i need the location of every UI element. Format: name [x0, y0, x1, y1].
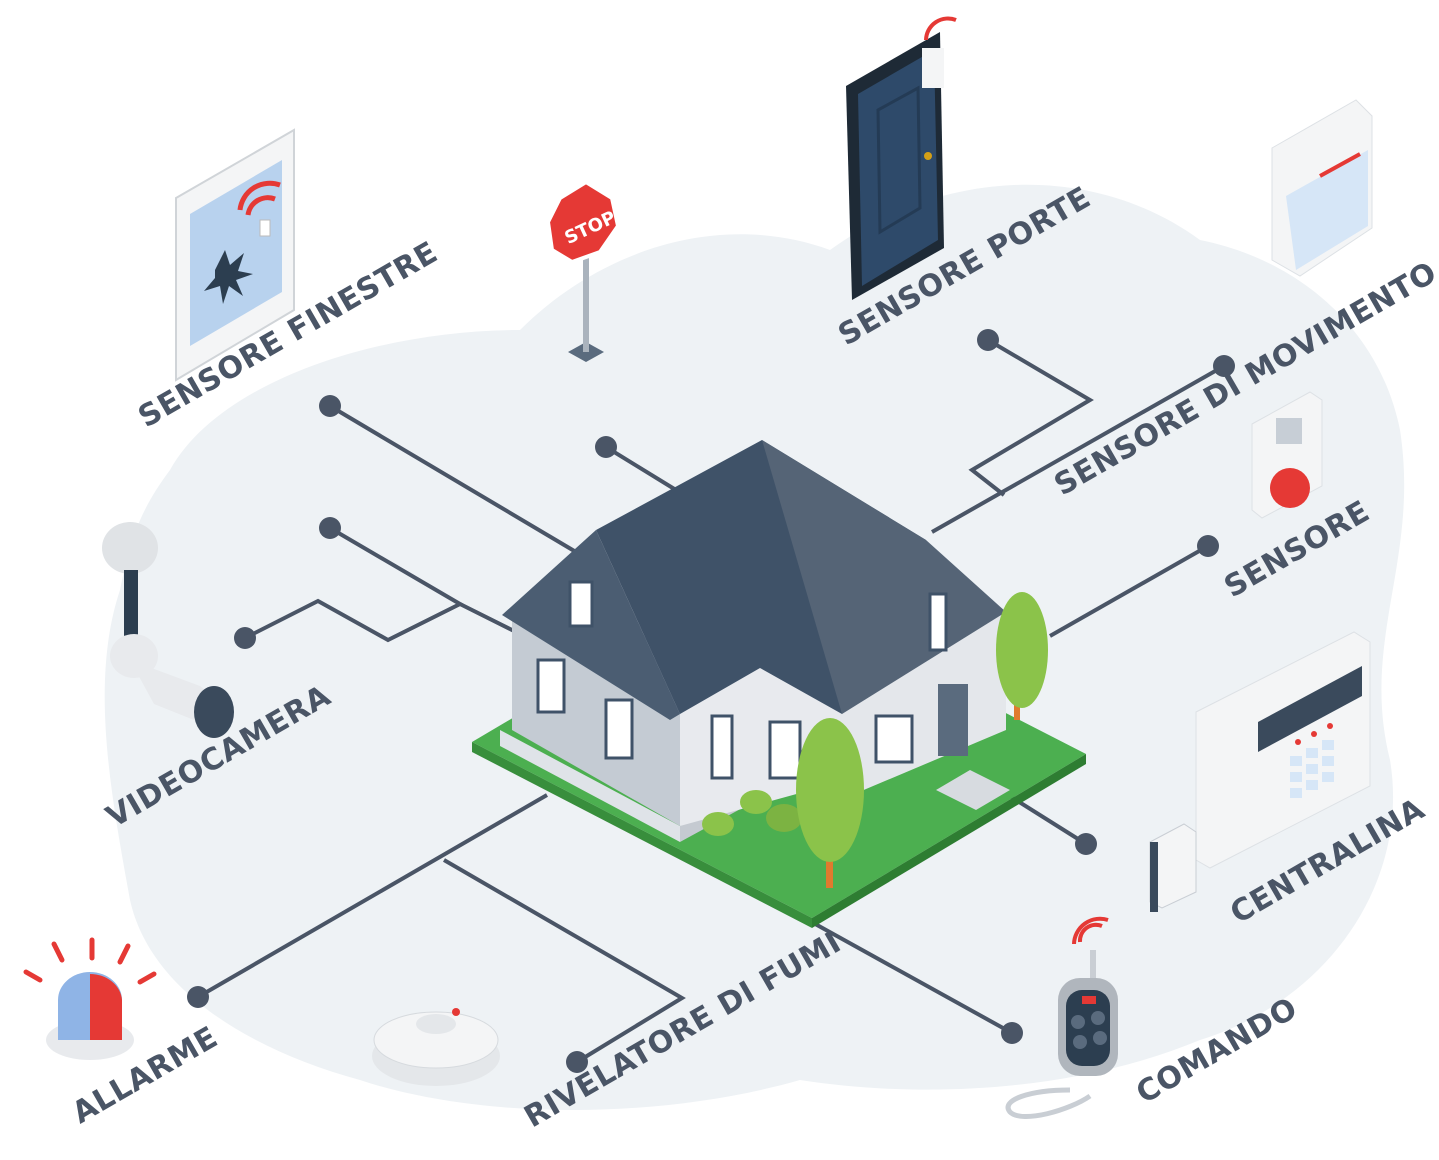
stop-sign-icon: STOP [545, 179, 621, 362]
wall-sensor-icon [1251, 391, 1323, 519]
house-icon [472, 440, 1086, 928]
smoke-detector-icon [372, 1008, 500, 1086]
motion-sensor-icon [1271, 99, 1373, 277]
connector-lines [196, 338, 1225, 1064]
siren-icon [23, 937, 157, 1060]
remote-icon [1005, 916, 1118, 1119]
connector-dots [187, 329, 1235, 1073]
control-panel-icon [1149, 631, 1371, 912]
door-icon [846, 16, 957, 300]
camera-icon [102, 522, 234, 738]
window-sensor-icon [175, 128, 295, 382]
